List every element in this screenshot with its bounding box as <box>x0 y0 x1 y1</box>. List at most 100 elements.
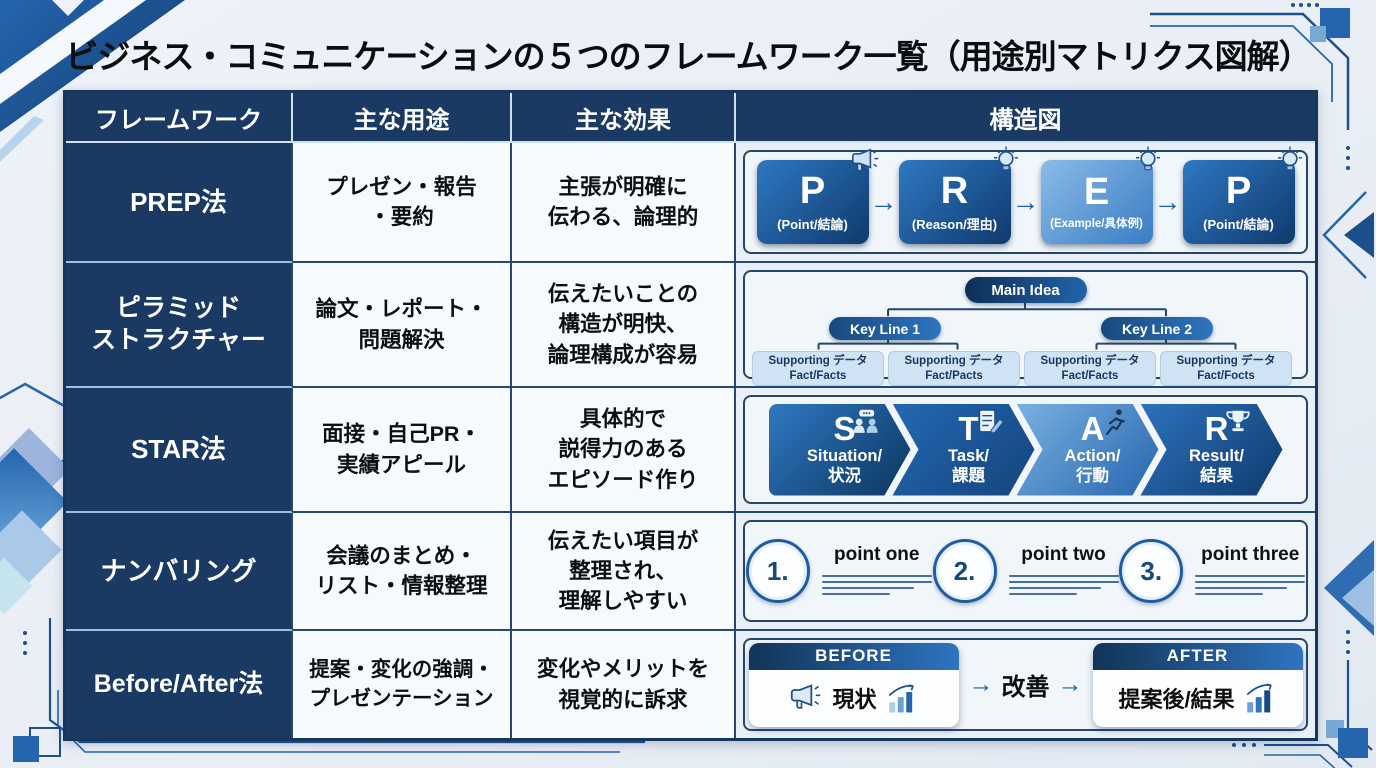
prep-step-point2: P (Point/結論) <box>1182 146 1302 244</box>
row-usage-star-text: 面接・自己PR・ 実績アピール <box>322 422 481 477</box>
row-effect-star-text: 具体的で 説得力のある エピソード作り <box>547 407 699 492</box>
pyramid-diagram-panel: Main Idea Key Line 1 Key Line 2 Supporti… <box>743 270 1308 386</box>
numbering-label: point two <box>1021 543 1106 565</box>
support-line1: Supporting データ <box>1176 354 1276 367</box>
row-usage-pyramid-text: 論文・レポート・ 問題解決 <box>315 297 488 352</box>
column-header-structure: 構造図 <box>736 93 1315 143</box>
row-usage-beforeafter-text: 提案・変化の強調・ プレゼンテーション <box>309 657 494 710</box>
row-usage-star: 面接・自己PR・ 実績アピール <box>293 388 512 513</box>
star-en-label: Task/ <box>948 447 989 466</box>
star-en-label: Action/ <box>1064 447 1121 466</box>
star-step-result: R Result/ 結果 <box>1141 404 1283 496</box>
pyramid-keyline-1: Key Line 1 <box>829 317 941 340</box>
prep-letter: P <box>799 169 826 212</box>
framework-matrix-table: フレームワーク 主な用途 主な効果 構造図 PREP法 プレゼン・報告 ・要約 … <box>63 90 1318 741</box>
star-en-label: Situation/ <box>806 447 883 466</box>
number-circle: 2. <box>932 539 997 603</box>
pyramid-connector-lines <box>817 302 1237 350</box>
row-effect-star: 具体的で 説得力のある エピソード作り <box>512 388 736 513</box>
row-structure-beforeafter: BEFORE 現状 <box>736 631 1315 738</box>
flow-arrow: → <box>869 186 898 217</box>
column-header-framework: フレームワーク <box>66 93 293 143</box>
pyramid-tree: Main Idea Key Line 1 Key Line 2 Supporti… <box>745 272 1306 386</box>
after-card: AFTER 提案後/結果 <box>1092 642 1303 727</box>
star-diagram-panel: S Situation/ 状況 T Task/ 課題 <box>743 395 1308 504</box>
row-effect-pyramid: 伝えたいことの 構造が明快、 論理構成が容易 <box>512 263 736 388</box>
star-en-label: Result/ <box>1188 447 1244 466</box>
column-header-usage: 主な用途 <box>293 93 512 143</box>
flow-arrow: → <box>1153 186 1182 217</box>
column-header-effect: 主な効果 <box>512 93 736 143</box>
row-usage-prep: プレゼン・報告 ・要約 <box>293 143 512 263</box>
before-card: BEFORE 現状 <box>748 642 959 727</box>
before-card-body: 現状 <box>749 670 959 727</box>
pyramid-support-4: Supporting データ Fact/Focts <box>1160 351 1292 386</box>
star-step-situation: S Situation/ 状況 <box>769 404 911 496</box>
support-line1: Supporting データ <box>1040 354 1140 367</box>
row-effect-numbering-text: 伝えたい項目が 整理され、 理解しやすい <box>547 528 699 614</box>
support-line2: Fact/Facts <box>789 369 847 382</box>
number-circle: 1. <box>745 539 810 603</box>
page-title: ビジネス・コミュニケーションの５つのフレームワーク一覧（用途別マトリクス図解） <box>65 38 1311 75</box>
row-name-prep-label: PREP法 <box>130 186 227 217</box>
row-effect-prep: 主張が明確に 伝わる、論理的 <box>512 143 736 263</box>
row-effect-numbering: 伝えたい項目が 整理され、 理解しやすい <box>512 513 736 631</box>
row-name-prep: PREP法 <box>66 143 293 263</box>
lightbulb-icon <box>993 146 1018 171</box>
pyramid-support-3: Supporting データ Fact/Facts <box>1024 351 1156 386</box>
support-line1: Supporting データ <box>904 354 1004 367</box>
arrow-right-icon: → <box>1057 670 1083 698</box>
placeholder-lines <box>1008 571 1119 599</box>
star-ja-label: 状況 <box>828 467 861 486</box>
star-ja-label: 結果 <box>1200 467 1233 486</box>
flow-arrow: → <box>1011 186 1040 217</box>
pyramid-keyline-2: Key Line 2 <box>1101 317 1213 340</box>
before-label: 現状 <box>832 687 877 712</box>
megaphone-icon <box>791 684 821 709</box>
before-card-header: BEFORE <box>748 642 959 670</box>
people-chat-icon <box>851 408 881 436</box>
support-line1: Supporting データ <box>768 354 868 367</box>
number-circle: 3. <box>1119 539 1184 603</box>
decor-right-lower-chevrons <box>1324 540 1374 636</box>
prep-letter: E <box>1083 171 1110 213</box>
support-line2: Fact/Pacts <box>925 369 983 382</box>
after-label: 提案後/結果 <box>1118 687 1235 712</box>
runner-icon <box>1099 408 1129 436</box>
prep-label: (Point/結論) <box>777 216 848 232</box>
support-line2: Fact/Facts <box>1061 369 1119 382</box>
support-line2: Fact/Focts <box>1197 369 1255 382</box>
row-name-pyramid: ピラミッド ストラクチャー <box>66 263 293 388</box>
row-structure-prep: P (Point/結論) → R (Reason/理由) → <box>736 143 1315 263</box>
prep-step-example: E (Example/具体例) <box>1040 146 1160 244</box>
lightbulb-icon <box>1277 146 1302 171</box>
row-effect-beforeafter: 変化やメリットを 視覚的に訴求 <box>512 631 736 738</box>
row-effect-beforeafter-text: 変化やメリットを 視覚的に訴求 <box>536 657 709 712</box>
trophy-icon <box>1223 408 1253 436</box>
after-card-header: AFTER <box>1092 642 1303 670</box>
pyramid-support-1: Supporting データ Fact/Facts <box>752 351 884 386</box>
numbering-diagram-panel: 1. point one 2. point two <box>743 520 1308 622</box>
row-usage-beforeafter: 提案・変化の強調・ プレゼンテーション <box>293 631 512 738</box>
bar-chart-up-icon <box>888 684 914 713</box>
pyramid-main-idea: Main Idea <box>964 277 1087 303</box>
prep-diagram-panel: P (Point/結論) → R (Reason/理由) → <box>743 146 1308 254</box>
numbering-label: point three <box>1201 543 1300 565</box>
prep-letter: P <box>1225 169 1252 212</box>
numbering-item-3: 3. point three <box>1119 539 1306 603</box>
row-structure-numbering: 1. point one 2. point two <box>736 513 1315 631</box>
star-ja-label: 行動 <box>1076 467 1109 486</box>
beforeafter-diagram-panel: BEFORE 現状 <box>743 638 1308 731</box>
star-step-action: A Action/ 行動 <box>1017 404 1159 496</box>
numbering-item-2: 2. point two <box>932 539 1119 603</box>
row-name-beforeafter-label: Before/After法 <box>93 669 264 698</box>
row-usage-pyramid: 論文・レポート・ 問題解決 <box>293 263 512 388</box>
row-name-numbering-label: ナンバリング <box>100 555 257 586</box>
pyramid-support-2: Supporting データ Fact/Pacts <box>888 351 1020 386</box>
row-usage-numbering: 会議のまとめ・ リスト・情報整理 <box>293 513 512 631</box>
star-letter: S <box>833 410 856 448</box>
row-usage-prep-text: プレゼン・報告 ・要約 <box>326 174 477 229</box>
prep-label: (Reason/理由) <box>911 216 998 232</box>
megaphone-icon <box>851 148 878 172</box>
